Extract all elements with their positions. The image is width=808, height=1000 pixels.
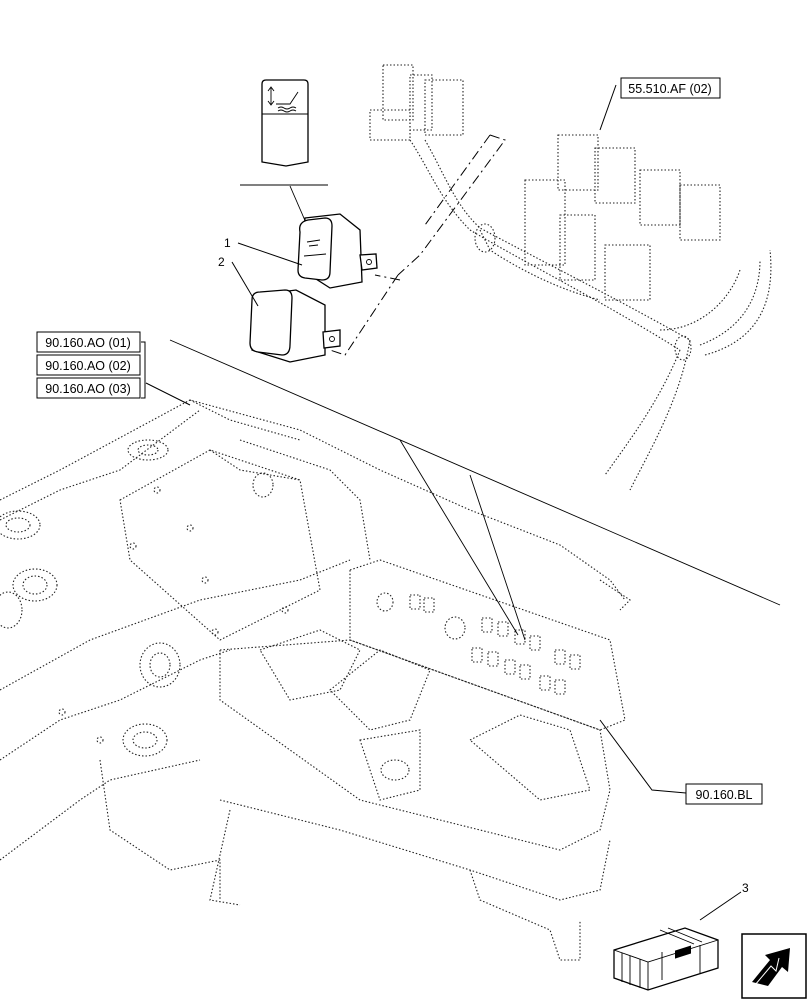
ref-box-55-510-af[interactable]: 55.510.AF (02) — [620, 77, 721, 99]
ref-box-90-160-ao-01[interactable]: 90.160.AO (01) — [36, 331, 141, 353]
switch-decal — [261, 79, 309, 167]
wiring-harness — [369, 64, 772, 491]
ref-box-90-160-ao-02[interactable]: 90.160.AO (02) — [36, 354, 141, 376]
assembly-lines — [169, 134, 781, 641]
part-3-kit-box — [613, 927, 719, 991]
callout-3: 3 — [742, 881, 749, 895]
ref-label-90-160-ao-03: 90.160.AO (03) — [45, 382, 130, 396]
ref-box-90-160-ao-03[interactable]: 90.160.AO (03) — [36, 377, 141, 399]
callout-1: 1 — [224, 236, 231, 250]
ref-label-55-510-af: 55.510.AF (02) — [628, 82, 711, 96]
ref-label-90-160-bl: 90.160.BL — [696, 788, 753, 802]
part-2-blank-plug — [249, 289, 341, 363]
callout-2: 2 — [218, 255, 225, 269]
leader-lines — [141, 84, 742, 921]
ref-label-90-160-ao-02: 90.160.AO (02) — [45, 359, 130, 373]
cab-console-outline — [0, 399, 631, 961]
hydraulic-float-icon — [267, 86, 299, 113]
ref-label-90-160-ao-01: 90.160.AO (01) — [45, 336, 130, 350]
ref-box-90-160-bl[interactable]: 90.160.BL — [685, 783, 763, 805]
return-arrow-icon[interactable] — [741, 933, 807, 999]
part-1-switch — [240, 184, 378, 289]
